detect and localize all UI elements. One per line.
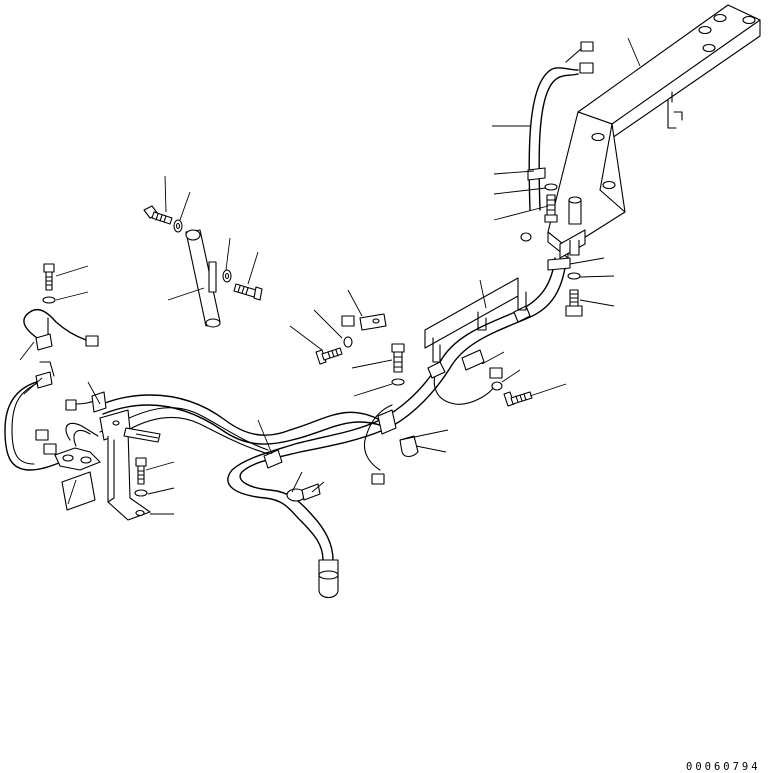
bolt-7	[565, 289, 583, 317]
relay-box	[35, 391, 107, 511]
washer-6	[491, 381, 503, 391]
washer-7	[567, 272, 581, 280]
bolt-2	[233, 283, 263, 301]
mounting-bracket	[99, 409, 161, 521]
washer-4	[343, 336, 353, 348]
connector-1	[341, 315, 355, 327]
bolt-3	[43, 263, 55, 291]
drawing-number: 00060794	[686, 761, 761, 773]
leader-lines	[19, 37, 641, 515]
washer-5	[391, 378, 405, 386]
clip-1	[359, 313, 387, 331]
gas-spring	[185, 229, 221, 328]
cover-plate	[424, 277, 527, 363]
main-harness	[99, 257, 571, 599]
washer-1	[173, 219, 183, 233]
washer-8	[134, 489, 148, 497]
bolt-6	[503, 391, 533, 407]
bolt-8	[135, 457, 147, 485]
clip-2	[461, 349, 485, 371]
connector-2	[489, 367, 503, 379]
bolt-4	[315, 347, 343, 365]
frame-bracket	[520, 4, 761, 259]
side-cable	[4, 308, 99, 471]
clip-3	[399, 435, 419, 458]
connector-3	[371, 473, 385, 485]
washer-3	[42, 296, 56, 304]
bolt-5	[391, 343, 405, 373]
washer-2	[222, 269, 232, 283]
bolt-1	[143, 205, 173, 225]
